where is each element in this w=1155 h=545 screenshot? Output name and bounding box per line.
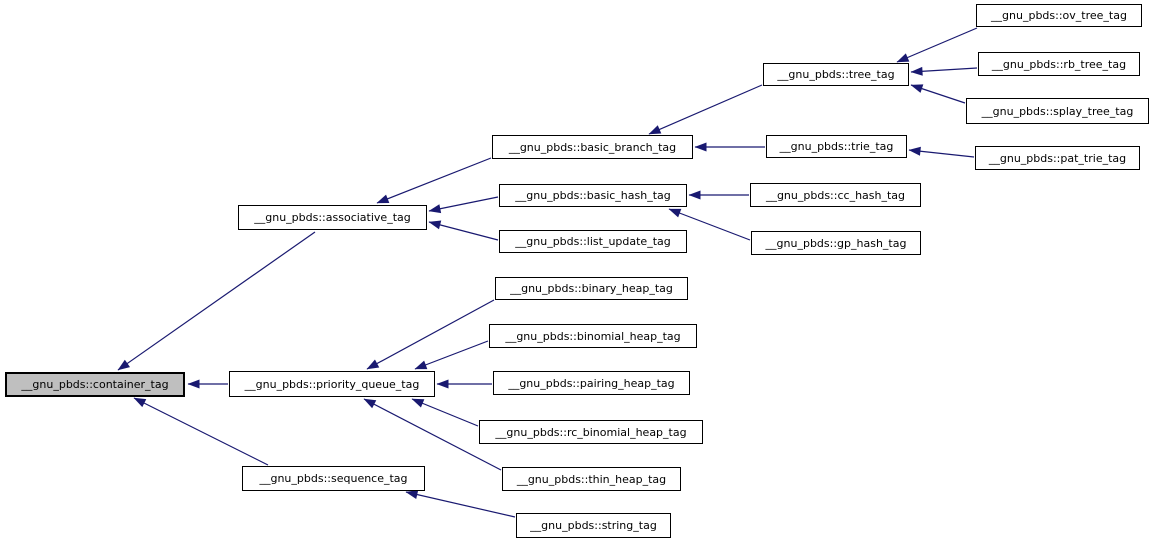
inheritance-edge-gp-hash-tag-to-basic-hash-tag xyxy=(668,208,751,241)
node-label: __gnu_pbds::thin_heap_tag xyxy=(516,472,667,486)
node-label: __gnu_pbds::container_tag xyxy=(21,378,169,391)
inheritance-edge-binary-heap-tag-to-priority-queue-tag xyxy=(366,299,495,370)
node-priority-queue-tag[interactable]: __gnu_pbds::priority_queue_tag xyxy=(229,371,435,397)
node-container-tag: __gnu_pbds::container_tag xyxy=(5,372,185,397)
inheritance-edge-basic-hash-tag-to-associative-tag xyxy=(428,196,499,214)
inheritance-edge-tree-tag-to-basic-branch-tag xyxy=(648,84,763,135)
node-pairing-heap-tag[interactable]: __gnu_pbds::pairing_heap_tag xyxy=(493,371,690,395)
node-label: __gnu_pbds::string_tag xyxy=(530,519,657,532)
node-label: __gnu_pbds::splay_tree_tag xyxy=(981,104,1134,118)
node-sequence-tag[interactable]: __gnu_pbds::sequence_tag xyxy=(242,466,425,491)
node-pat-trie-tag[interactable]: __gnu_pbds::pat_trie_tag xyxy=(975,146,1140,170)
inheritance-edge-binomial-heap-tag-to-priority-queue-tag xyxy=(414,340,489,370)
node-label: __gnu_pbds::basic_hash_tag xyxy=(515,189,671,202)
inheritance-edge-rb-tree-tag-to-tree-tag xyxy=(910,66,978,76)
node-associative-tag[interactable]: __gnu_pbds::associative_tag xyxy=(238,205,427,230)
node-tree-tag[interactable]: __gnu_pbds::tree_tag xyxy=(763,63,909,86)
inheritance-edge-pat-trie-tag-to-trie-tag xyxy=(908,146,975,158)
node-label: __gnu_pbds::binomial_heap_tag xyxy=(505,329,681,343)
node-label: __gnu_pbds::trie_tag xyxy=(779,140,894,153)
inheritance-edge-ov-tree-tag-to-tree-tag xyxy=(896,27,978,63)
inheritance-edge-basic-branch-tag-to-associative-tag xyxy=(376,157,492,204)
node-label: __gnu_pbds::binary_heap_tag xyxy=(510,282,673,295)
node-label: __gnu_pbds::rc_binomial_heap_tag xyxy=(495,425,687,439)
node-string-tag[interactable]: __gnu_pbds::string_tag xyxy=(516,513,671,538)
node-binomial-heap-tag[interactable]: __gnu_pbds::binomial_heap_tag xyxy=(489,324,697,348)
node-label: __gnu_pbds::pairing_heap_tag xyxy=(508,376,675,390)
node-label: __gnu_pbds::priority_queue_tag xyxy=(244,377,420,391)
node-ov-tree-tag[interactable]: __gnu_pbds::ov_tree_tag xyxy=(976,4,1142,27)
node-label: __gnu_pbds::associative_tag xyxy=(254,211,411,224)
node-label: __gnu_pbds::rb_tree_tag xyxy=(991,57,1127,71)
node-label: __gnu_pbds::cc_hash_tag xyxy=(765,188,906,202)
node-thin-heap-tag[interactable]: __gnu_pbds::thin_heap_tag xyxy=(502,467,681,491)
inheritance-edge-list-update-tag-to-associative-tag xyxy=(428,220,499,241)
node-label: __gnu_pbds::sequence_tag xyxy=(259,472,408,485)
node-label: __gnu_pbds::ov_tree_tag xyxy=(991,9,1127,22)
node-trie-tag[interactable]: __gnu_pbds::trie_tag xyxy=(766,135,907,158)
node-label: __gnu_pbds::gp_hash_tag xyxy=(765,236,907,250)
node-cc-hash-tag[interactable]: __gnu_pbds::cc_hash_tag xyxy=(750,183,921,207)
inheritance-edge-splay-tree-tag-to-tree-tag xyxy=(910,84,966,104)
inheritance-edge-rc-binomial-heap-tag-to-priority-queue-tag xyxy=(411,398,479,427)
node-label: __gnu_pbds::tree_tag xyxy=(777,68,895,81)
node-rb-tree-tag[interactable]: __gnu_pbds::rb_tree_tag xyxy=(978,52,1140,76)
node-label: __gnu_pbds::pat_trie_tag xyxy=(988,151,1127,165)
node-gp-hash-tag[interactable]: __gnu_pbds::gp_hash_tag xyxy=(751,231,921,255)
node-label: __gnu_pbds::list_update_tag xyxy=(515,235,671,248)
inheritance-edge-associative-tag-to-container-tag xyxy=(117,231,316,371)
node-basic-hash-tag[interactable]: __gnu_pbds::basic_hash_tag xyxy=(499,184,687,207)
node-splay-tree-tag[interactable]: __gnu_pbds::splay_tree_tag xyxy=(966,98,1149,124)
node-rc-binomial-heap-tag[interactable]: __gnu_pbds::rc_binomial_heap_tag xyxy=(479,420,703,444)
node-basic-branch-tag[interactable]: __gnu_pbds::basic_branch_tag xyxy=(492,135,693,159)
inheritance-edge-sequence-tag-to-container-tag xyxy=(133,397,269,466)
inheritance-edge-string-tag-to-sequence-tag xyxy=(405,490,516,518)
inheritance-edge-thin-heap-tag-to-priority-queue-tag xyxy=(363,398,502,471)
node-binary-heap-tag[interactable]: __gnu_pbds::binary_heap_tag xyxy=(495,277,688,300)
node-list-update-tag[interactable]: __gnu_pbds::list_update_tag xyxy=(499,230,687,253)
node-label: __gnu_pbds::basic_branch_tag xyxy=(508,140,677,154)
